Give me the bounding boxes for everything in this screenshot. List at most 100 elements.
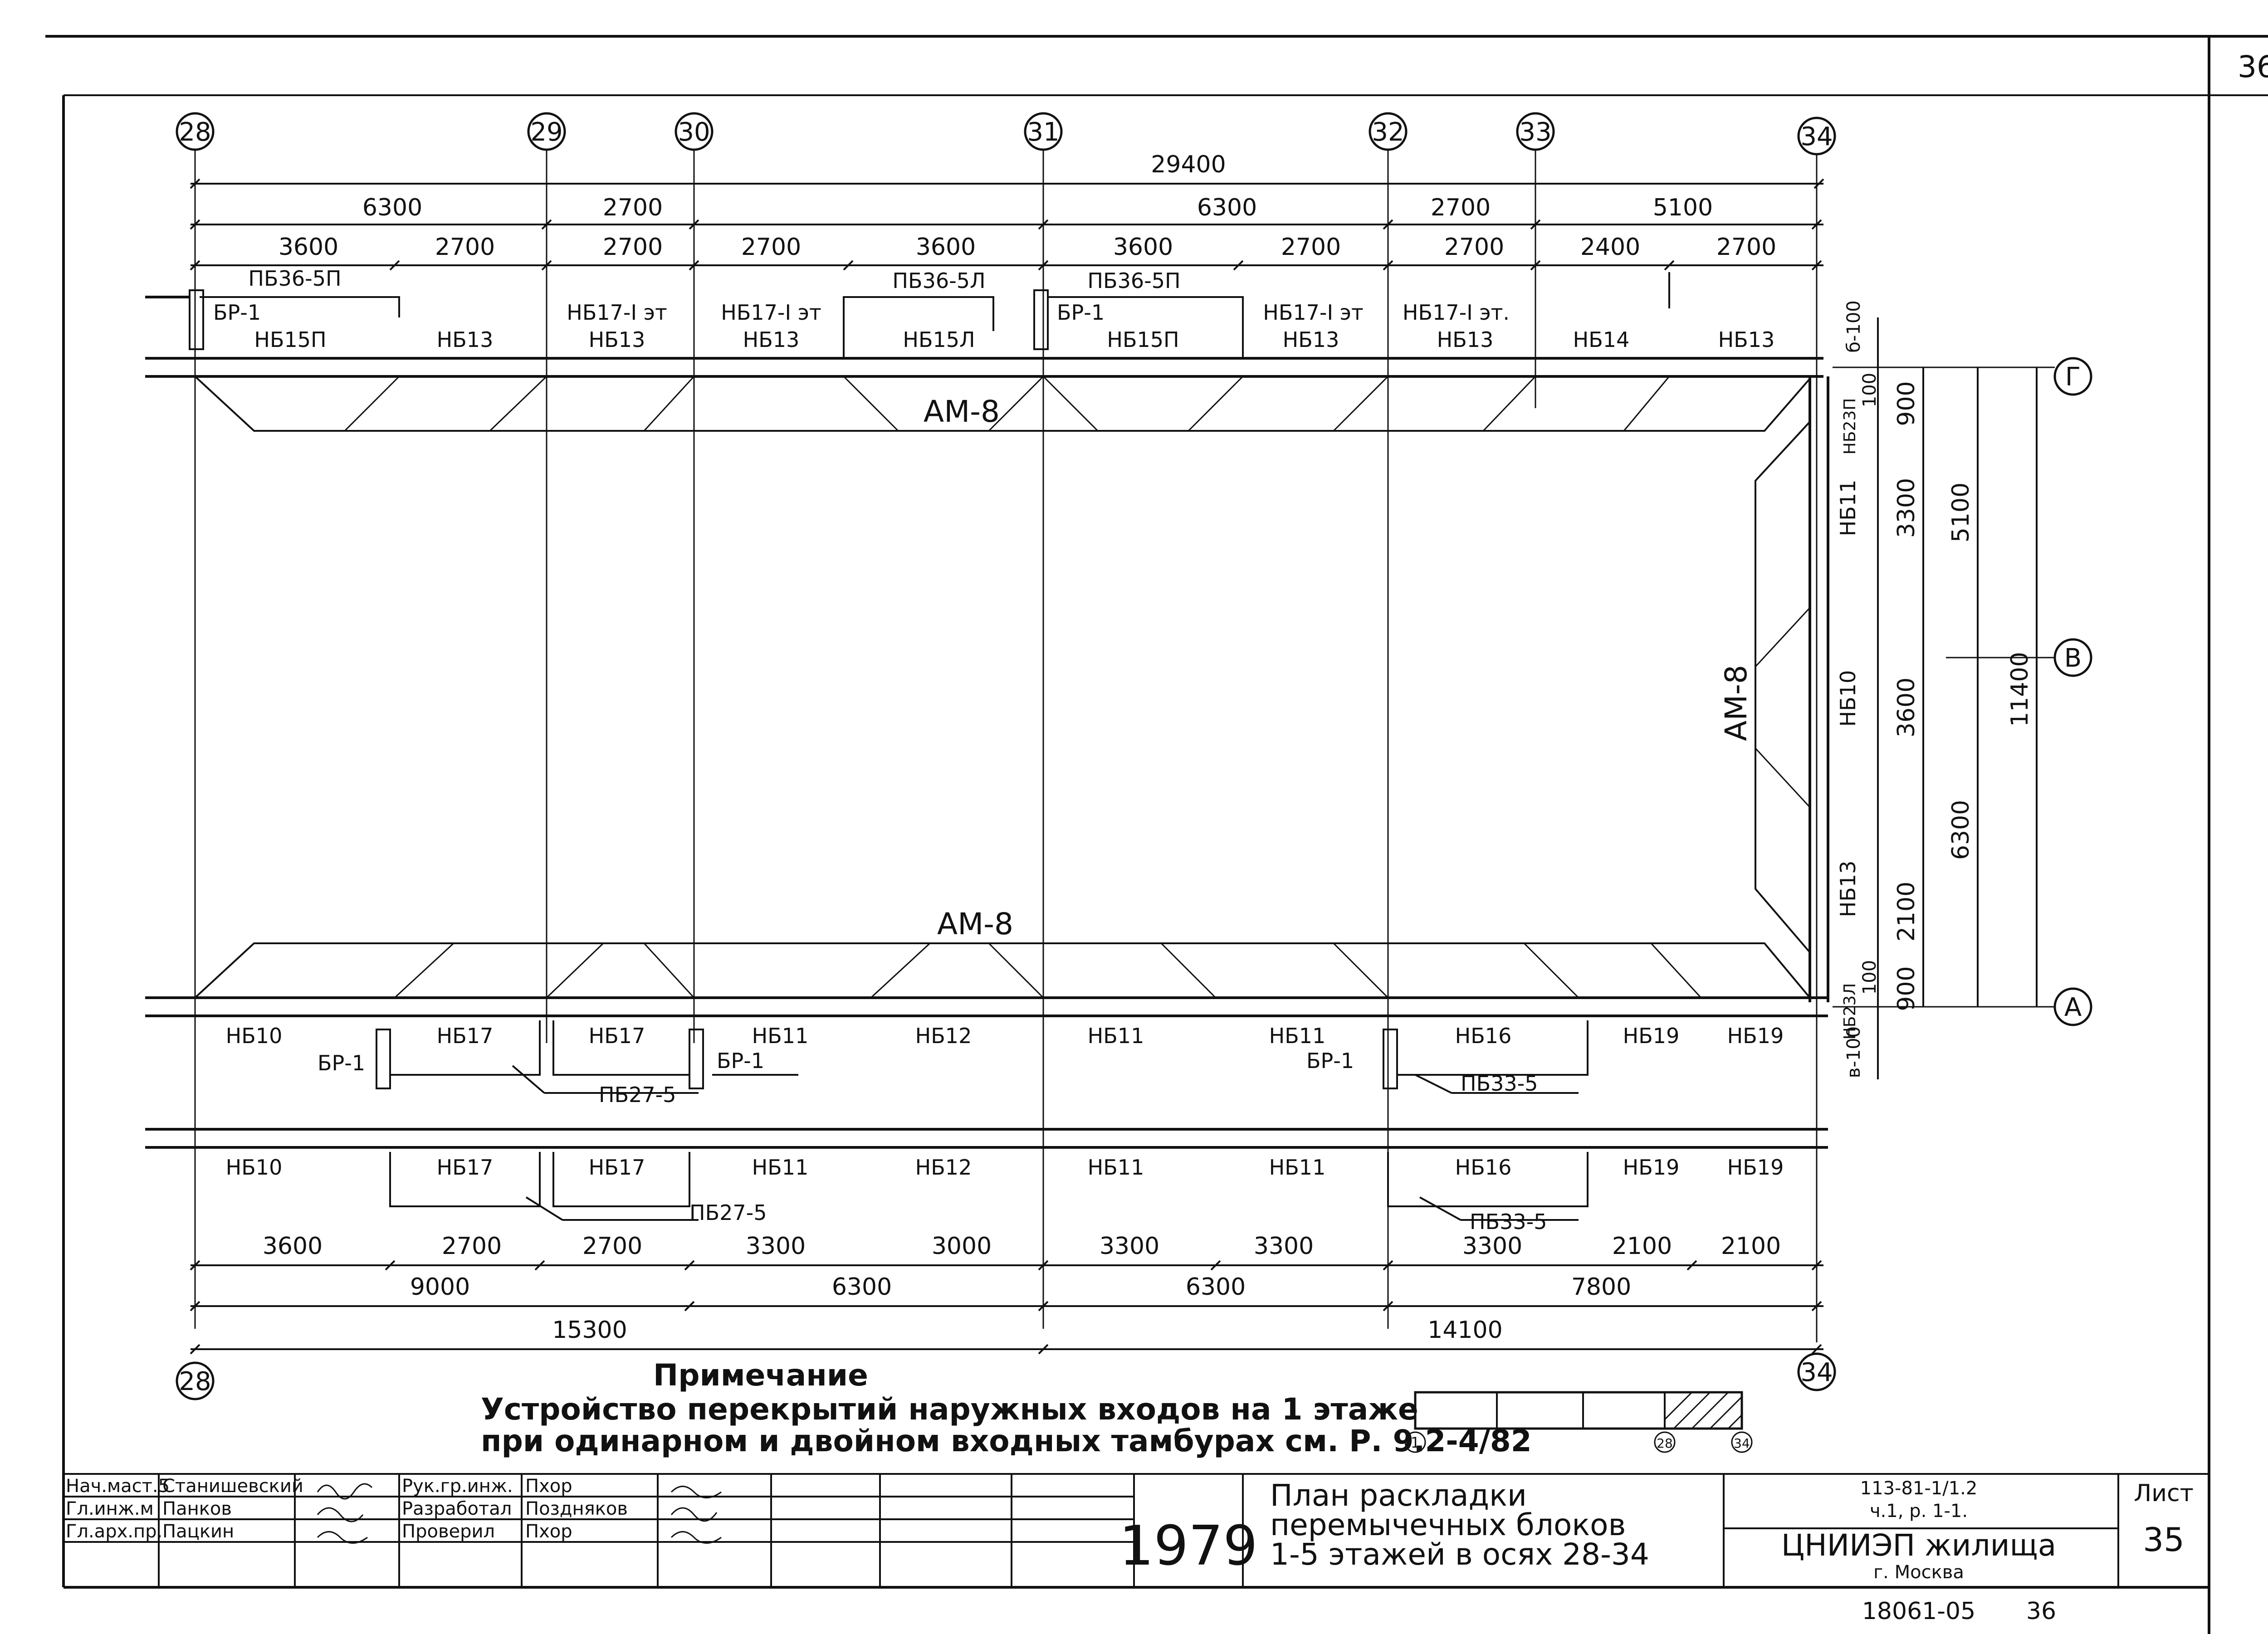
- svg-text:Пхор: Пхор: [525, 1521, 572, 1542]
- axis-lines: [194, 150, 1818, 1342]
- svg-text:Нач.маст.5: Нач.маст.5: [66, 1476, 170, 1497]
- top-wall-lower-labels: НБ15П НБ13 НБ13 НБ13 НБ15Л НБ15П НБ13 НБ…: [254, 327, 1774, 352]
- title-block-title: План раскладки перемычечных блоков 1-5 э…: [1270, 1478, 1649, 1572]
- svg-text:2700: 2700: [1716, 234, 1776, 261]
- bottom-wall-row2: [145, 1128, 1828, 1149]
- svg-text:НБ13: НБ13: [589, 327, 645, 352]
- bottom-row1-br-labels: БР-1 БР-1 БР-1: [318, 1049, 1354, 1075]
- svg-text:Гл.инж.м: Гл.инж.м: [66, 1498, 154, 1519]
- title-block-org: ЦНИИЭП жилища: [1781, 1528, 2056, 1563]
- svg-text:НБ23П: НБ23П: [1841, 398, 1859, 455]
- title-block-sheet-number: 35: [2143, 1521, 2185, 1559]
- svg-text:Пхор: Пхор: [525, 1476, 572, 1497]
- svg-text:НБ15П: НБ15П: [1107, 327, 1179, 352]
- axis-bubble-34-bottom: 34: [1797, 1352, 1836, 1391]
- axis-bubble-29: 29: [527, 112, 566, 151]
- am8-top-hatch: [344, 376, 1670, 432]
- side-dims-small: б-100 100 100 в-100: [1843, 300, 1880, 1078]
- svg-text:НБ23Л: НБ23Л: [1841, 983, 1859, 1040]
- dim-row1-top: 6300 2700 6300 2700 5100: [362, 194, 1713, 221]
- svg-text:БР-1: БР-1: [318, 1051, 365, 1075]
- dim-row1-bottom: 3600 2700 2700 3300 3000 3300 3300 3300 …: [263, 1233, 1781, 1260]
- svg-text:НБ11: НБ11: [1269, 1024, 1326, 1048]
- svg-text:3300: 3300: [746, 1233, 806, 1260]
- axis-bubble-A: А: [2053, 987, 2092, 1026]
- svg-text:28: 28: [179, 1367, 211, 1396]
- svg-text:НБ15Л: НБ15Л: [903, 327, 975, 352]
- svg-text:Проверил: Проверил: [402, 1521, 495, 1542]
- key-plan: 1 28 34: [1404, 1391, 1753, 1453]
- svg-text:2700: 2700: [1431, 194, 1491, 221]
- svg-text:2100: 2100: [1612, 1233, 1672, 1260]
- svg-text:3300: 3300: [1254, 1233, 1314, 1260]
- svg-text:900: 900: [1893, 966, 1920, 1011]
- svg-text:перемычечных блоков: перемычечных блоков: [1270, 1507, 1626, 1542]
- svg-text:НБ13: НБ13: [1437, 327, 1494, 352]
- title-block-names: Станишевский Панков Пацкин: [162, 1476, 303, 1542]
- svg-text:3600: 3600: [1893, 678, 1920, 737]
- svg-text:БР-1: БР-1: [717, 1049, 764, 1073]
- note-line2: при одинарном и двойном входных тамбурах…: [481, 1424, 1532, 1458]
- svg-text:НБ11: НБ11: [1088, 1155, 1144, 1180]
- svg-text:2700: 2700: [603, 234, 663, 261]
- svg-text:НБ13: НБ13: [1836, 861, 1860, 917]
- axis-bubble-28: 28: [176, 112, 215, 151]
- svg-text:ПБ33-5: ПБ33-5: [1470, 1210, 1547, 1234]
- svg-text:33: 33: [1519, 117, 1551, 147]
- dim-ticks-bottom: [190, 1260, 1822, 1355]
- svg-text:НБ13: НБ13: [743, 327, 800, 352]
- title-block-sheet-label: Лист: [2134, 1480, 2194, 1507]
- svg-text:29: 29: [530, 117, 562, 147]
- svg-text:6300: 6300: [832, 1273, 892, 1301]
- svg-text:2700: 2700: [582, 1233, 642, 1260]
- svg-text:3600: 3600: [263, 1233, 323, 1260]
- am8-right-outline: [1755, 421, 1811, 953]
- svg-text:5100: 5100: [1947, 483, 1975, 542]
- svg-text:1: 1: [1411, 1434, 1420, 1451]
- top-wall-br-labels: БР-1 БР-1: [213, 300, 1105, 325]
- bottom-dimension-lines: [191, 1264, 1823, 1350]
- axis-bubble-G: Г: [2053, 357, 2092, 396]
- title-block-roles: Нач.маст.5 Гл.инж.м Гл.арх.пр.: [66, 1476, 170, 1542]
- am8-top-label: АМ-8: [924, 394, 1000, 429]
- bottom-wall-row1: [145, 996, 1828, 1017]
- svg-text:НБ11: НБ11: [1836, 480, 1860, 537]
- am8-bottom-hatch: [394, 942, 1702, 999]
- svg-text:НБ17: НБ17: [437, 1024, 494, 1048]
- sheet-corner-number: 36: [2238, 49, 2268, 84]
- svg-text:НБ17-I эт: НБ17-I эт: [1263, 300, 1364, 325]
- svg-text:3600: 3600: [916, 234, 976, 261]
- svg-text:НБ13: НБ13: [1718, 327, 1775, 352]
- svg-text:НБ17-I эт: НБ17-I эт: [721, 300, 821, 325]
- am8-right-label: АМ-8: [1719, 665, 1754, 741]
- svg-text:14100: 14100: [1427, 1317, 1502, 1344]
- svg-text:2700: 2700: [1444, 234, 1504, 261]
- svg-text:Гл.арх.пр.: Гл.арх.пр.: [66, 1521, 162, 1542]
- svg-text:1-5 этажей в осях 28-34: 1-5 этажей в осях 28-34: [1270, 1537, 1649, 1572]
- svg-text:Станишевский: Станишевский: [162, 1476, 303, 1497]
- title-block-code: 113-81-1/1.2: [1860, 1478, 1978, 1499]
- svg-text:НБ19: НБ19: [1727, 1024, 1784, 1048]
- right-wall: [1809, 376, 1829, 1002]
- title-block-city: г. Москва: [1873, 1562, 1964, 1583]
- signatures: [317, 1483, 722, 1544]
- axis-bubble-28-bottom: 28: [176, 1361, 215, 1400]
- side-dim-overall: 11400: [2006, 652, 2033, 727]
- svg-text:б-100: б-100: [1843, 300, 1864, 352]
- svg-text:НБ11: НБ11: [1269, 1155, 1326, 1180]
- svg-text:6300: 6300: [1197, 194, 1257, 221]
- footer-code: 18061-05: [1862, 1598, 1975, 1625]
- svg-text:2700: 2700: [741, 234, 801, 261]
- dim-ticks-top: [190, 178, 1824, 271]
- svg-text:ПБ27-5: ПБ27-5: [599, 1083, 676, 1107]
- bottom-wall-row2-labels: НБ10 НБ17 НБ17 НБ11 НБ12 НБ11 НБ11 НБ16 …: [226, 1155, 1784, 1180]
- svg-text:2100: 2100: [1893, 882, 1920, 941]
- axis-bubble-31: 31: [1024, 112, 1063, 151]
- svg-text:НБ19: НБ19: [1623, 1024, 1680, 1048]
- svg-text:9000: 9000: [410, 1273, 470, 1301]
- svg-text:3600: 3600: [279, 234, 338, 261]
- svg-text:3300: 3300: [1462, 1233, 1522, 1260]
- svg-text:100: 100: [1859, 373, 1880, 407]
- svg-text:Г: Г: [2065, 362, 2081, 392]
